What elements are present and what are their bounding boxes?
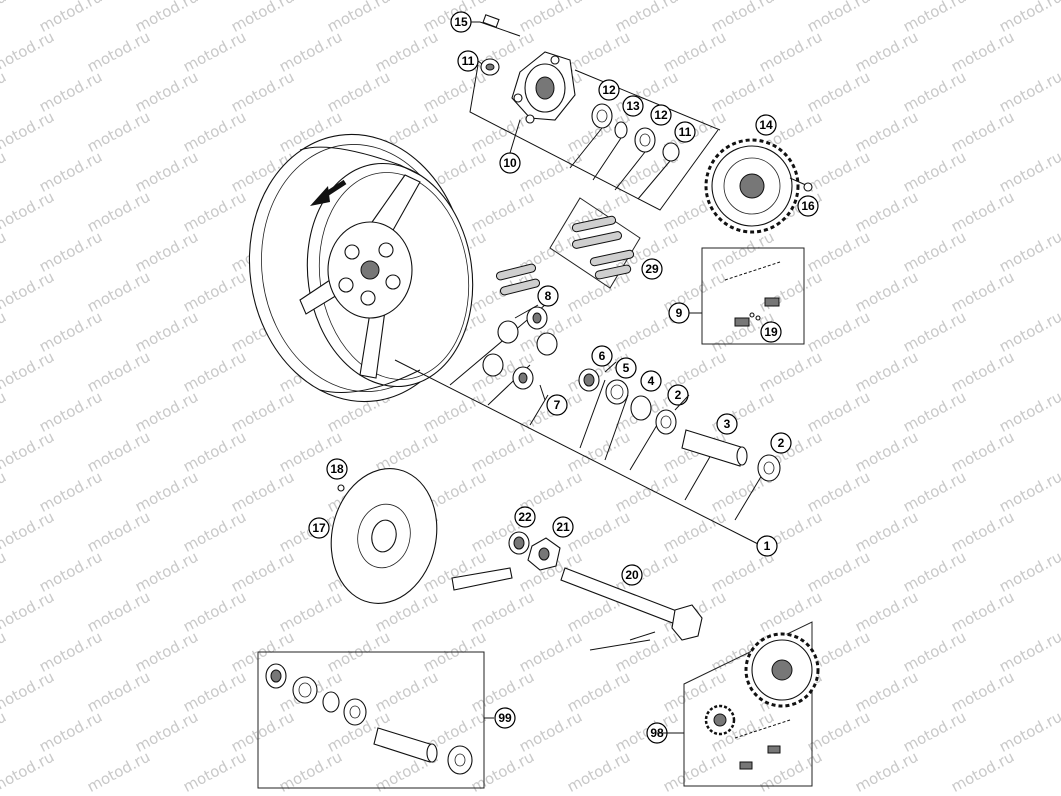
callout-label: 12: [654, 108, 668, 122]
callout-label: 9: [676, 306, 683, 320]
axle-assembly: [451, 531, 703, 651]
callout-connectors: [471, 21, 702, 734]
callout-label: 12: [602, 83, 616, 97]
callout-label: 99: [498, 711, 512, 725]
rear-wheel: [248, 133, 474, 403]
callout-19: 19: [760, 321, 782, 343]
callout-21: 21: [552, 516, 574, 538]
callout-label: 21: [556, 520, 570, 534]
hub-bearings: [482, 306, 781, 482]
callout-18: 18: [326, 458, 348, 480]
callout-label: 1: [764, 539, 771, 553]
callout-14: 14: [755, 114, 777, 136]
bearing-kit-box: [257, 651, 485, 789]
callout-17: 17: [308, 517, 330, 539]
callout-22: 22: [514, 506, 536, 528]
callout-3: 3: [716, 413, 738, 435]
callout-4: 4: [640, 370, 662, 392]
callout-label: 15: [454, 15, 468, 29]
callout-label: 4: [648, 374, 655, 388]
chain-kit-box: [683, 621, 820, 787]
callout-11-b: 11: [674, 121, 696, 143]
callout-8: 8: [537, 285, 559, 307]
callout-5: 5: [615, 357, 637, 379]
callout-label: 6: [599, 349, 606, 363]
callout-6: 6: [591, 345, 613, 367]
callout-label: 16: [801, 199, 815, 213]
callout-label: 14: [759, 118, 773, 132]
sprocket-carrier: [469, 14, 721, 211]
damper-box: [495, 197, 641, 296]
callout-label: 7: [554, 398, 561, 412]
callout-label: 13: [626, 99, 640, 113]
callout-12-a: 12: [598, 79, 620, 101]
callout-label: 29: [645, 262, 659, 276]
callout-10: 10: [499, 152, 521, 174]
callout-12-b: 12: [650, 104, 672, 126]
callout-label: 18: [330, 462, 344, 476]
callout-1: 1: [756, 535, 778, 557]
callout-7: 7: [546, 394, 568, 416]
callout-2-a: 2: [667, 384, 689, 406]
callout-9: 9: [668, 302, 690, 324]
callout-label: 2: [778, 436, 785, 450]
callout-label: 3: [724, 417, 731, 431]
chain-box: [701, 247, 805, 345]
callout-13: 13: [622, 95, 644, 117]
rear-sprocket: [704, 138, 813, 234]
callout-16: 16: [797, 195, 819, 217]
callout-label: 8: [545, 289, 552, 303]
callout-label: 20: [625, 568, 639, 582]
callout-15: 15: [450, 11, 472, 33]
callout-label: 2: [675, 388, 682, 402]
callout-label: 11: [462, 54, 475, 68]
callout-label: 5: [623, 361, 630, 375]
callout-label: 19: [764, 325, 778, 339]
callout-label: 11: [679, 125, 692, 139]
callout-label: 17: [312, 521, 326, 535]
callout-2-b: 2: [770, 432, 792, 454]
callout-99: 99: [494, 707, 516, 729]
callout-20: 20: [621, 564, 643, 586]
callout-label: 22: [518, 510, 532, 524]
callout-29: 29: [641, 258, 663, 280]
callout-label: 10: [503, 156, 517, 170]
brake-disc: [330, 468, 438, 604]
callout-11-top: 11: [457, 50, 479, 72]
